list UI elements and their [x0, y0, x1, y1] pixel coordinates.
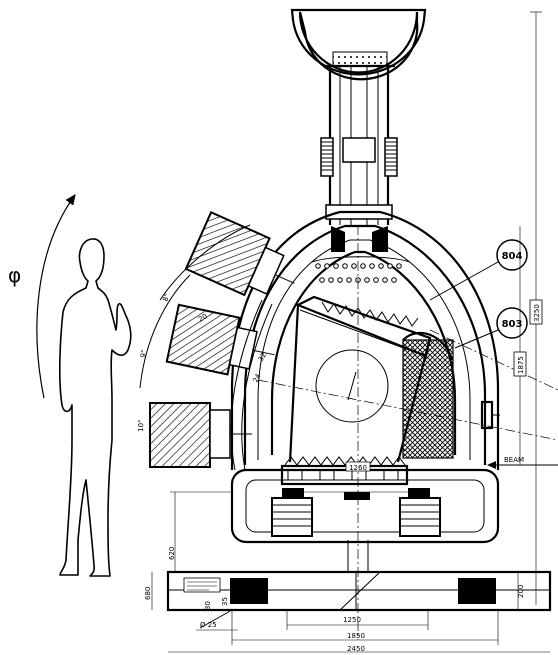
detector-module-bottom — [149, 402, 252, 468]
svg-text:32: 32 — [257, 351, 268, 363]
svg-text:8°: 8° — [161, 292, 171, 302]
bottom-table — [166, 540, 552, 612]
svg-text:20: 20 — [197, 312, 209, 323]
target-circle — [315, 349, 389, 423]
rotation-indicator: φ — [8, 194, 76, 399]
svg-text:9°: 9° — [139, 349, 148, 358]
svg-text:24: 24 — [252, 372, 263, 384]
detector-module-middle — [165, 303, 275, 376]
mark-35: 35 — [221, 597, 229, 606]
svg-text:803: 803 — [502, 319, 523, 330]
callout-803: 803 — [454, 307, 528, 349]
dim-right-base: 200 — [517, 585, 525, 598]
dim-height-upper: 1875 — [517, 356, 525, 374]
detector-module-top — [184, 210, 295, 297]
dim-left-height: 620 — [168, 547, 176, 560]
bellows-left — [320, 137, 334, 177]
beam-label: BEAM — [504, 456, 524, 464]
dimension-lines: 3250 1875 200 620 680 1250 1850 2450 126… — [144, 11, 550, 653]
dim-base-overall: 2450 — [347, 645, 365, 653]
dewar-tank — [290, 8, 427, 81]
callout-804: 804 — [429, 239, 528, 301]
dim-center-lower: 1250 — [343, 616, 361, 624]
angle-annotations: 8° 9° 10° 32 24 20 — [137, 292, 268, 432]
mark-30: 30 — [204, 601, 212, 610]
dim-base: 1850 — [347, 632, 365, 640]
bore-label: Ø 25 — [200, 621, 217, 629]
base-frame — [230, 468, 500, 544]
beam-indicator: BEAM — [487, 456, 558, 469]
rotation-angle-symbol: φ — [8, 263, 21, 287]
svg-text:804: 804 — [502, 251, 523, 262]
transfer-neck — [320, 66, 398, 225]
dim-base-height: 680 — [144, 587, 152, 600]
zigzag-baffle — [284, 456, 406, 466]
human-silhouette — [58, 238, 132, 577]
coolant-holes — [311, 226, 411, 283]
bellows-right — [384, 137, 398, 177]
svg-text:10°: 10° — [137, 419, 145, 432]
dim-center: 1260 — [349, 464, 367, 472]
dim-height-total: 3250 — [533, 304, 541, 322]
shield-block — [402, 339, 454, 459]
